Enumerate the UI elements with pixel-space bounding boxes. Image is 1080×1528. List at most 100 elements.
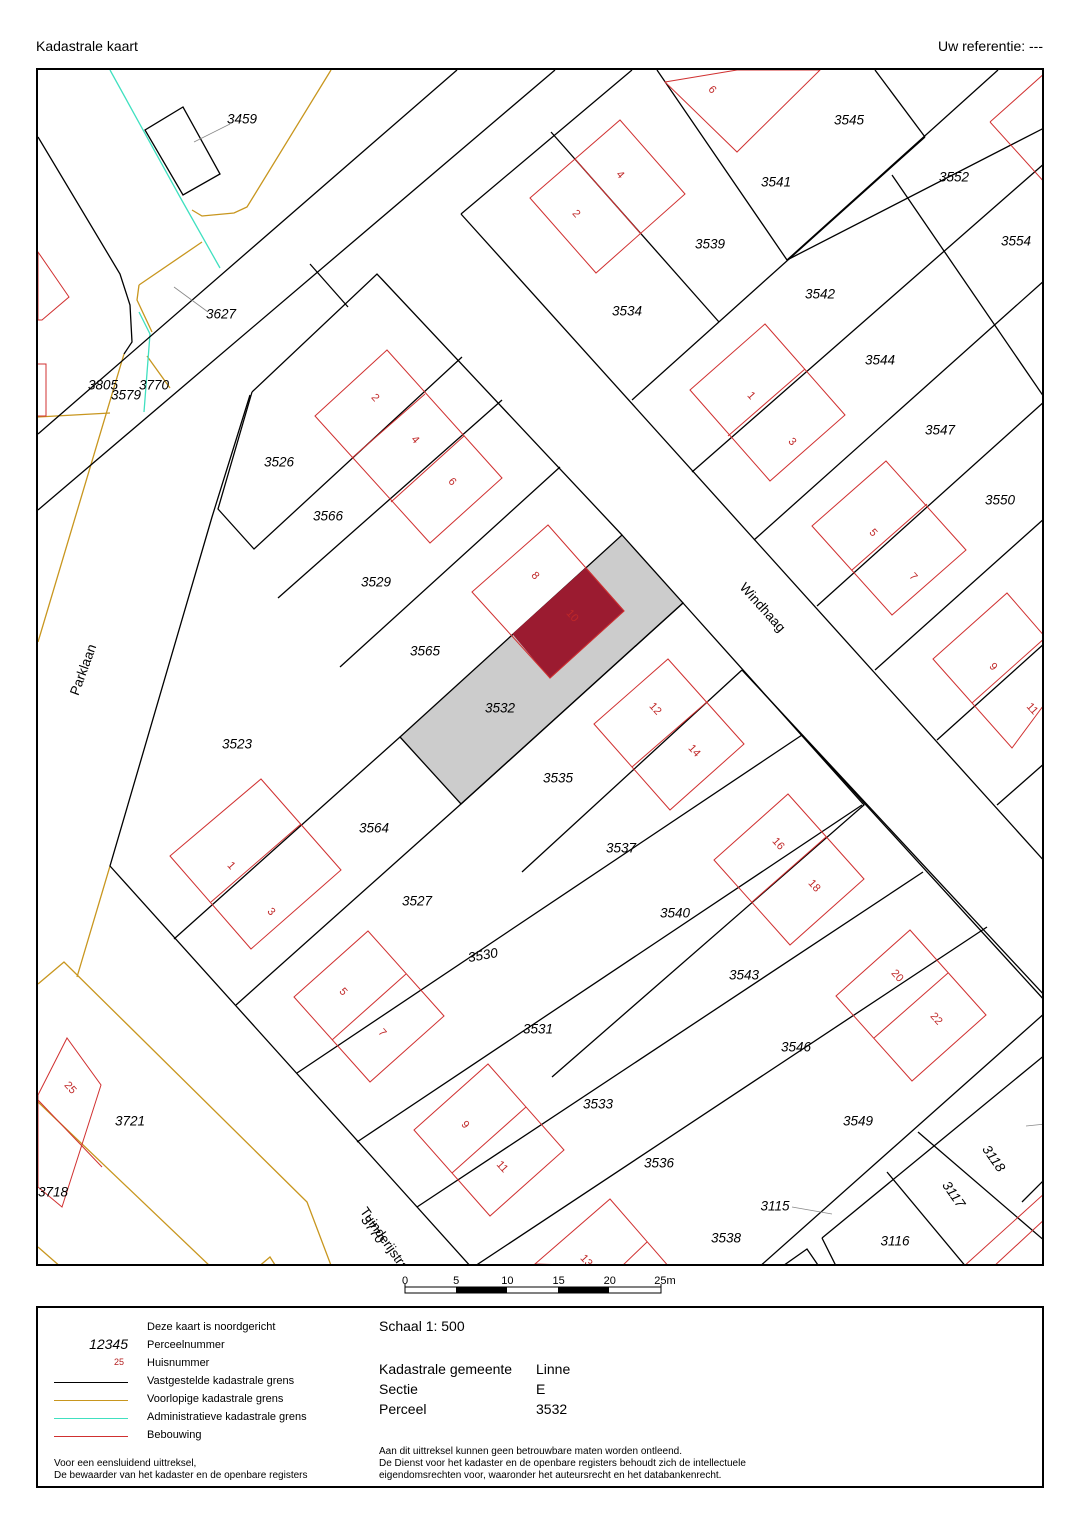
house-number-label: 7 [376, 1027, 389, 1040]
scale-text: Schaal 1: 500 [379, 1318, 465, 1334]
house-number-label: 2 [369, 392, 382, 405]
parcel-number-label: 3564 [359, 821, 389, 836]
leader-lines [173, 123, 1042, 1215]
parcel-number-label: 3532 [485, 701, 516, 716]
house-number-label: 11 [1024, 701, 1041, 718]
parcel-number-label: 3541 [761, 175, 791, 190]
house-number-label: 1 [745, 390, 758, 403]
parcel-number-label: 3550 [985, 493, 1016, 508]
parcel-key: Perceel [379, 1401, 427, 1417]
scale-tick-label: 5 [453, 1275, 459, 1287]
parcel-number-label: 3529 [361, 575, 392, 590]
house-number-label: 3 [265, 906, 278, 919]
house-number-label: 5 [337, 986, 350, 999]
parcel-number-label: 3544 [865, 353, 895, 368]
parcel-number-label: 3547 [925, 423, 956, 438]
scale-tick-label: 15 [552, 1275, 564, 1287]
building-outlines [38, 70, 1042, 1264]
scale-tick-label: 25m [654, 1275, 675, 1287]
legend-panel: Deze kaart is noordgericht 12345 Perceel… [36, 1306, 1044, 1488]
parcel-number-label: 3770 [139, 378, 170, 393]
street-name-label: Parklaan [67, 642, 99, 697]
parcel-number-label: 3721 [115, 1114, 145, 1129]
disclaimer-note: Aan dit uittreksel kunnen geen betrouwba… [379, 1446, 746, 1481]
parcel-number-label: 3537 [606, 841, 637, 856]
street-name-label: Tuinderijstraat [357, 1204, 418, 1266]
scale-tick-label: 0 [402, 1275, 408, 1287]
legend-admin-line [54, 1418, 128, 1419]
legend-parcel-sample: 12345 [89, 1336, 128, 1352]
parcel-number-label: 3540 [660, 906, 691, 921]
parcel-number-label: 3627 [206, 307, 237, 322]
street-name-label: Windhaag [737, 580, 789, 635]
parcel-number-label: 3523 [222, 737, 253, 752]
house-number-label: 25 [62, 1079, 79, 1096]
scale-bar: 0 5 10 15 20 25m [380, 1272, 700, 1302]
parcel-value: 3532 [536, 1401, 568, 1417]
house-number-label: 3 [786, 436, 799, 449]
municipality-value: Linne [536, 1361, 571, 1377]
parcel-number-label: 3118 [979, 1142, 1008, 1175]
house-number-label: 1 [225, 860, 238, 873]
parcel-number-label: 3526 [264, 455, 295, 470]
house-number-label: 2 [570, 208, 583, 221]
house-number-label: 9 [987, 661, 1000, 674]
parcel-number-label: 3805 [88, 378, 119, 393]
parcel-number-label: 3534 [612, 304, 642, 319]
municipality-key: Kadastrale gemeente [379, 1361, 513, 1377]
house-number-label: 7 [907, 571, 920, 584]
house-number-label: 9 [459, 1119, 472, 1132]
legend-provisional-line [54, 1400, 128, 1401]
house-number-label: 4 [409, 434, 422, 447]
parcel-number-label: 3566 [313, 509, 344, 524]
scale-tick-label: 20 [604, 1275, 616, 1287]
legend-building-line [54, 1436, 128, 1437]
legend-house-sample: 25 [113, 1357, 124, 1367]
parcel-number-label: 3533 [583, 1097, 614, 1112]
house-number-label: 6 [446, 476, 459, 489]
parcel-number-label: 3530 [467, 945, 500, 965]
parcel-number-label: 3535 [543, 771, 574, 786]
parcel-number-label: 3115 [760, 1199, 790, 1214]
parcel-number-label: 3117 [939, 1178, 968, 1211]
house-number-label: 13 [578, 1252, 595, 1266]
parcel-number-label: 3549 [843, 1114, 874, 1129]
parcel-number-label: 3536 [644, 1156, 675, 1171]
reference-label: Uw referentie: --- [937, 38, 1043, 54]
parcel-number-label: 3565 [410, 644, 441, 659]
parcel-number-label: 3718 [38, 1185, 69, 1200]
legend-fixed-line [54, 1382, 128, 1383]
parcel-number-label: 3527 [402, 894, 433, 909]
house-number-label: 6 [706, 84, 719, 97]
parcel-number-label: 3554 [1001, 234, 1031, 249]
house-number-label: 22 [928, 1010, 945, 1027]
parcel-number-label: 3543 [729, 968, 760, 983]
parcel-number-label: 3546 [781, 1040, 812, 1055]
house-number-label: 12 [647, 700, 664, 717]
house-number-label: 8 [529, 570, 542, 583]
page-title: Kadastrale kaart [36, 38, 138, 54]
house-number-label: 5 [867, 527, 880, 540]
house-number-label: 18 [806, 877, 823, 894]
map-canvas: 3459354535413552353935543534354236273544… [38, 70, 1042, 1266]
parcel-number-label: 3552 [939, 170, 970, 185]
parcel-number-label: 3116 [880, 1234, 910, 1249]
parcel-number-label: 3531 [523, 1022, 553, 1037]
parcel-number-label: 3545 [834, 113, 865, 128]
house-number-label: 16 [770, 835, 787, 852]
house-number-label: 4 [614, 169, 627, 182]
parcel-number-label: 3542 [805, 287, 836, 302]
fixed-boundaries [38, 70, 1042, 1264]
parcel-number-label: 3539 [695, 237, 726, 252]
parcel-number-label: 3459 [227, 112, 258, 127]
administrative-boundary [109, 70, 221, 413]
parcel-number-label: 3579 [111, 388, 142, 403]
section-value: E [536, 1381, 546, 1397]
parcel-number-label: 3538 [711, 1231, 742, 1246]
certification-note: Voor een eensluidend uittreksel, De bewa… [54, 1458, 308, 1481]
section-key: Sectie [379, 1381, 418, 1397]
house-number-label: 11 [494, 1159, 511, 1176]
scale-tick-label: 10 [501, 1275, 513, 1287]
